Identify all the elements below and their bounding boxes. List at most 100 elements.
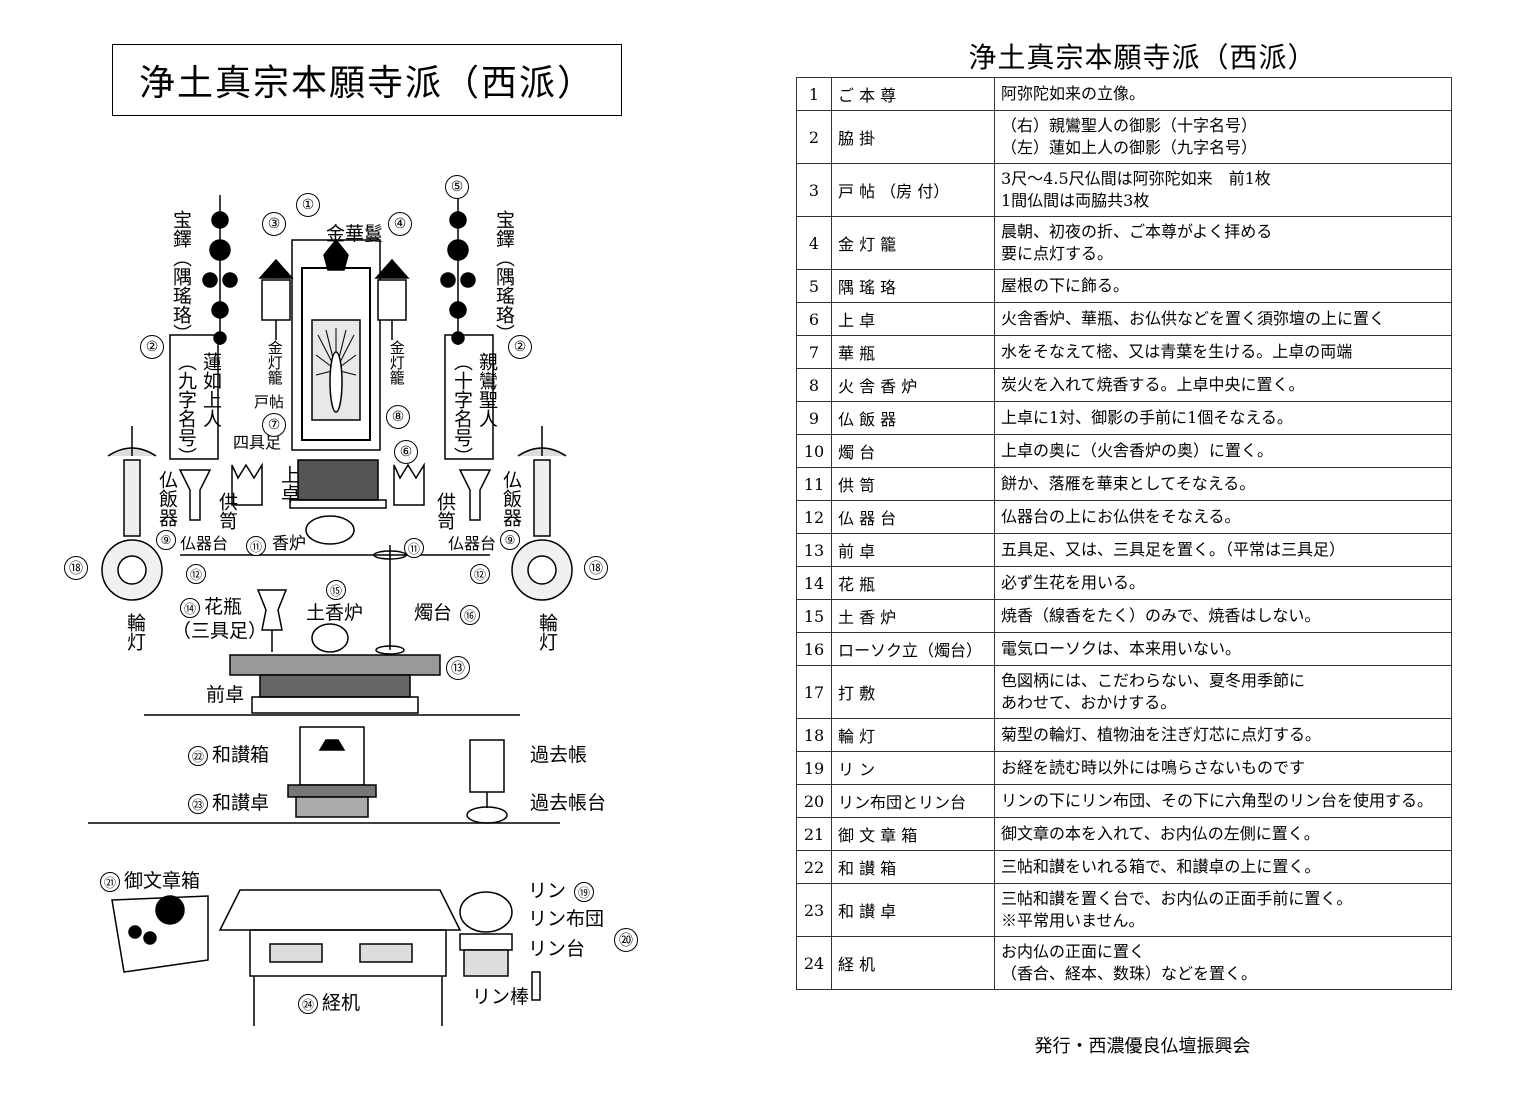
label-wasanjoku: 和讃卓	[212, 792, 270, 814]
item-name: リ ン	[831, 751, 995, 785]
maejoku-body	[259, 674, 411, 698]
houtaku-right	[440, 195, 476, 345]
item-name: 仏 器 台	[831, 500, 995, 534]
description-line: 電気ローソクは、本来用いない。	[1001, 639, 1242, 659]
wasanjoku	[295, 796, 369, 818]
marker-22: ㉒	[188, 746, 208, 766]
description-line: ※平常用いません。	[1001, 911, 1145, 930]
item-number: 9	[796, 401, 832, 435]
item-name: 華 瓶	[831, 335, 995, 369]
rinfuton	[459, 933, 513, 951]
item-number: 19	[796, 751, 832, 785]
marker-20: ⑳	[614, 928, 638, 952]
label-kyozukue: 経机	[322, 992, 361, 1014]
label-kintouro-left: 金灯籠	[265, 340, 284, 385]
buppanki-left	[178, 469, 212, 521]
item-description: 必ず生花を用いる。	[994, 566, 1452, 600]
kinkaman-ornament	[323, 238, 349, 271]
item-description: 五具足、又は、三具足を置く。（平常は三具足）	[994, 533, 1452, 567]
item-description: 三帖和讃を置く台で、お内仏の正面手前に置く。 ※平常用いません。	[994, 883, 1452, 937]
item-name: 戸 帖 （房 付）	[831, 163, 995, 217]
description-line: 仏器台の上にお仏供をそなえる。	[1001, 507, 1241, 527]
item-number: 8	[796, 368, 832, 402]
description-line: 水をそなえて樒、又は青葉を生ける。上卓の両端	[1001, 342, 1353, 362]
marker-14: ⑭	[180, 598, 200, 618]
item-number: 15	[796, 599, 832, 633]
item-number: 17	[796, 665, 832, 719]
label-kugo-left: 供笥	[215, 492, 238, 530]
marker-4: ④	[388, 212, 412, 236]
kintouro-left	[258, 258, 294, 340]
item-description: 水をそなえて樒、又は青葉を生ける。上卓の両端	[994, 335, 1452, 369]
scroll-left	[169, 334, 219, 460]
label-rin: リン	[528, 880, 567, 902]
item-description: 電気ローソクは、本来用いない。	[994, 632, 1452, 666]
tsuchikoro	[311, 623, 349, 653]
item-number: 16	[796, 632, 832, 666]
item-number: 11	[796, 467, 832, 501]
marker-9-left: ⑨	[156, 530, 176, 550]
item-description: 晨朝、初夜の折、ご本尊がよく拝める要に点灯する。	[994, 216, 1452, 270]
marker-8: ⑧	[386, 405, 410, 429]
label-rintou-right: 輪灯	[535, 613, 558, 651]
item-number: 22	[796, 850, 832, 884]
description-line: （左）蓮如上人の御影（九字名号）	[1001, 138, 1258, 157]
kakochodai	[466, 806, 508, 824]
shokudai	[373, 545, 407, 655]
item-description: 火舎香炉、華瓶、お仏供などを置く須弥壇の上に置く	[994, 302, 1452, 336]
rin	[459, 891, 513, 933]
label-rintou-left: 輪灯	[123, 613, 146, 651]
description-line: 焼香（線香をたく）のみで、焼香はしない。	[1001, 606, 1321, 626]
description-line: 1間仏間は両脇共3枚	[1001, 191, 1150, 210]
description-line: 三帖和讃をいれる箱で、和讃卓の上に置く。	[1001, 857, 1321, 877]
label-uwajoku: 上卓	[277, 465, 300, 503]
label-maejoku: 前卓	[206, 684, 245, 706]
item-number: 12	[796, 500, 832, 534]
uwajoku-table	[297, 459, 379, 501]
item-number: 2	[796, 110, 832, 164]
description-line: 炭火を入れて焼香する。上卓中央に置く。	[1001, 375, 1305, 395]
label-rennyo: 蓮如上人	[199, 352, 222, 428]
buppanki-right	[458, 469, 492, 521]
marker-2-right: ②	[508, 335, 532, 359]
rintou-left	[101, 426, 163, 601]
marker-16: ⑯	[460, 605, 480, 625]
description-line: お内仏の正面に置く	[1001, 942, 1146, 962]
label-shinran: 親鸞聖人	[475, 352, 498, 428]
kyozukue-top	[218, 889, 462, 931]
item-name: ご 本 尊	[831, 77, 995, 111]
item-number: 7	[796, 335, 832, 369]
description-line: 菊型の輪灯、植物油を注ぎ灯芯に点灯する。	[1001, 725, 1322, 745]
label-shinran-sub: （十字名号）	[450, 352, 473, 466]
item-description: 上卓に1対、御影の手前に1個そなえる。	[994, 401, 1452, 435]
label-houtaku-right: 宝鐸（隅瑤珞）	[492, 210, 515, 343]
label-bukkidai-right: 仏器台	[448, 534, 497, 553]
item-description: 炭火を入れて焼香する。上卓中央に置く。	[994, 368, 1452, 402]
maejoku-top	[229, 654, 441, 676]
item-name: リン布団とリン台	[831, 784, 995, 818]
item-name: 燭 台	[831, 434, 995, 468]
scroll-right	[444, 334, 494, 460]
description-line: 阿弥陀如来の立像。	[1001, 84, 1146, 104]
table-title: 浄土真宗本願寺派（西派）	[968, 41, 1317, 74]
marker-15: ⑮	[326, 580, 346, 600]
description-line: 三帖和讃を置く台で、お内仏の正面手前に置く。	[1001, 889, 1353, 909]
label-rinbou: リン棒	[472, 986, 530, 1008]
description-line: 晨朝、初夜の折、ご本尊がよく拝める	[1001, 222, 1273, 242]
item-name: 供 笥	[831, 467, 995, 501]
rindai	[463, 949, 509, 977]
item-name: 隅 瑤 珞	[831, 269, 995, 303]
label-rindai: リン台	[528, 938, 586, 960]
label-gobunshobako: 御文章箱	[124, 870, 201, 892]
marker-18-left: ⑱	[64, 556, 88, 580]
